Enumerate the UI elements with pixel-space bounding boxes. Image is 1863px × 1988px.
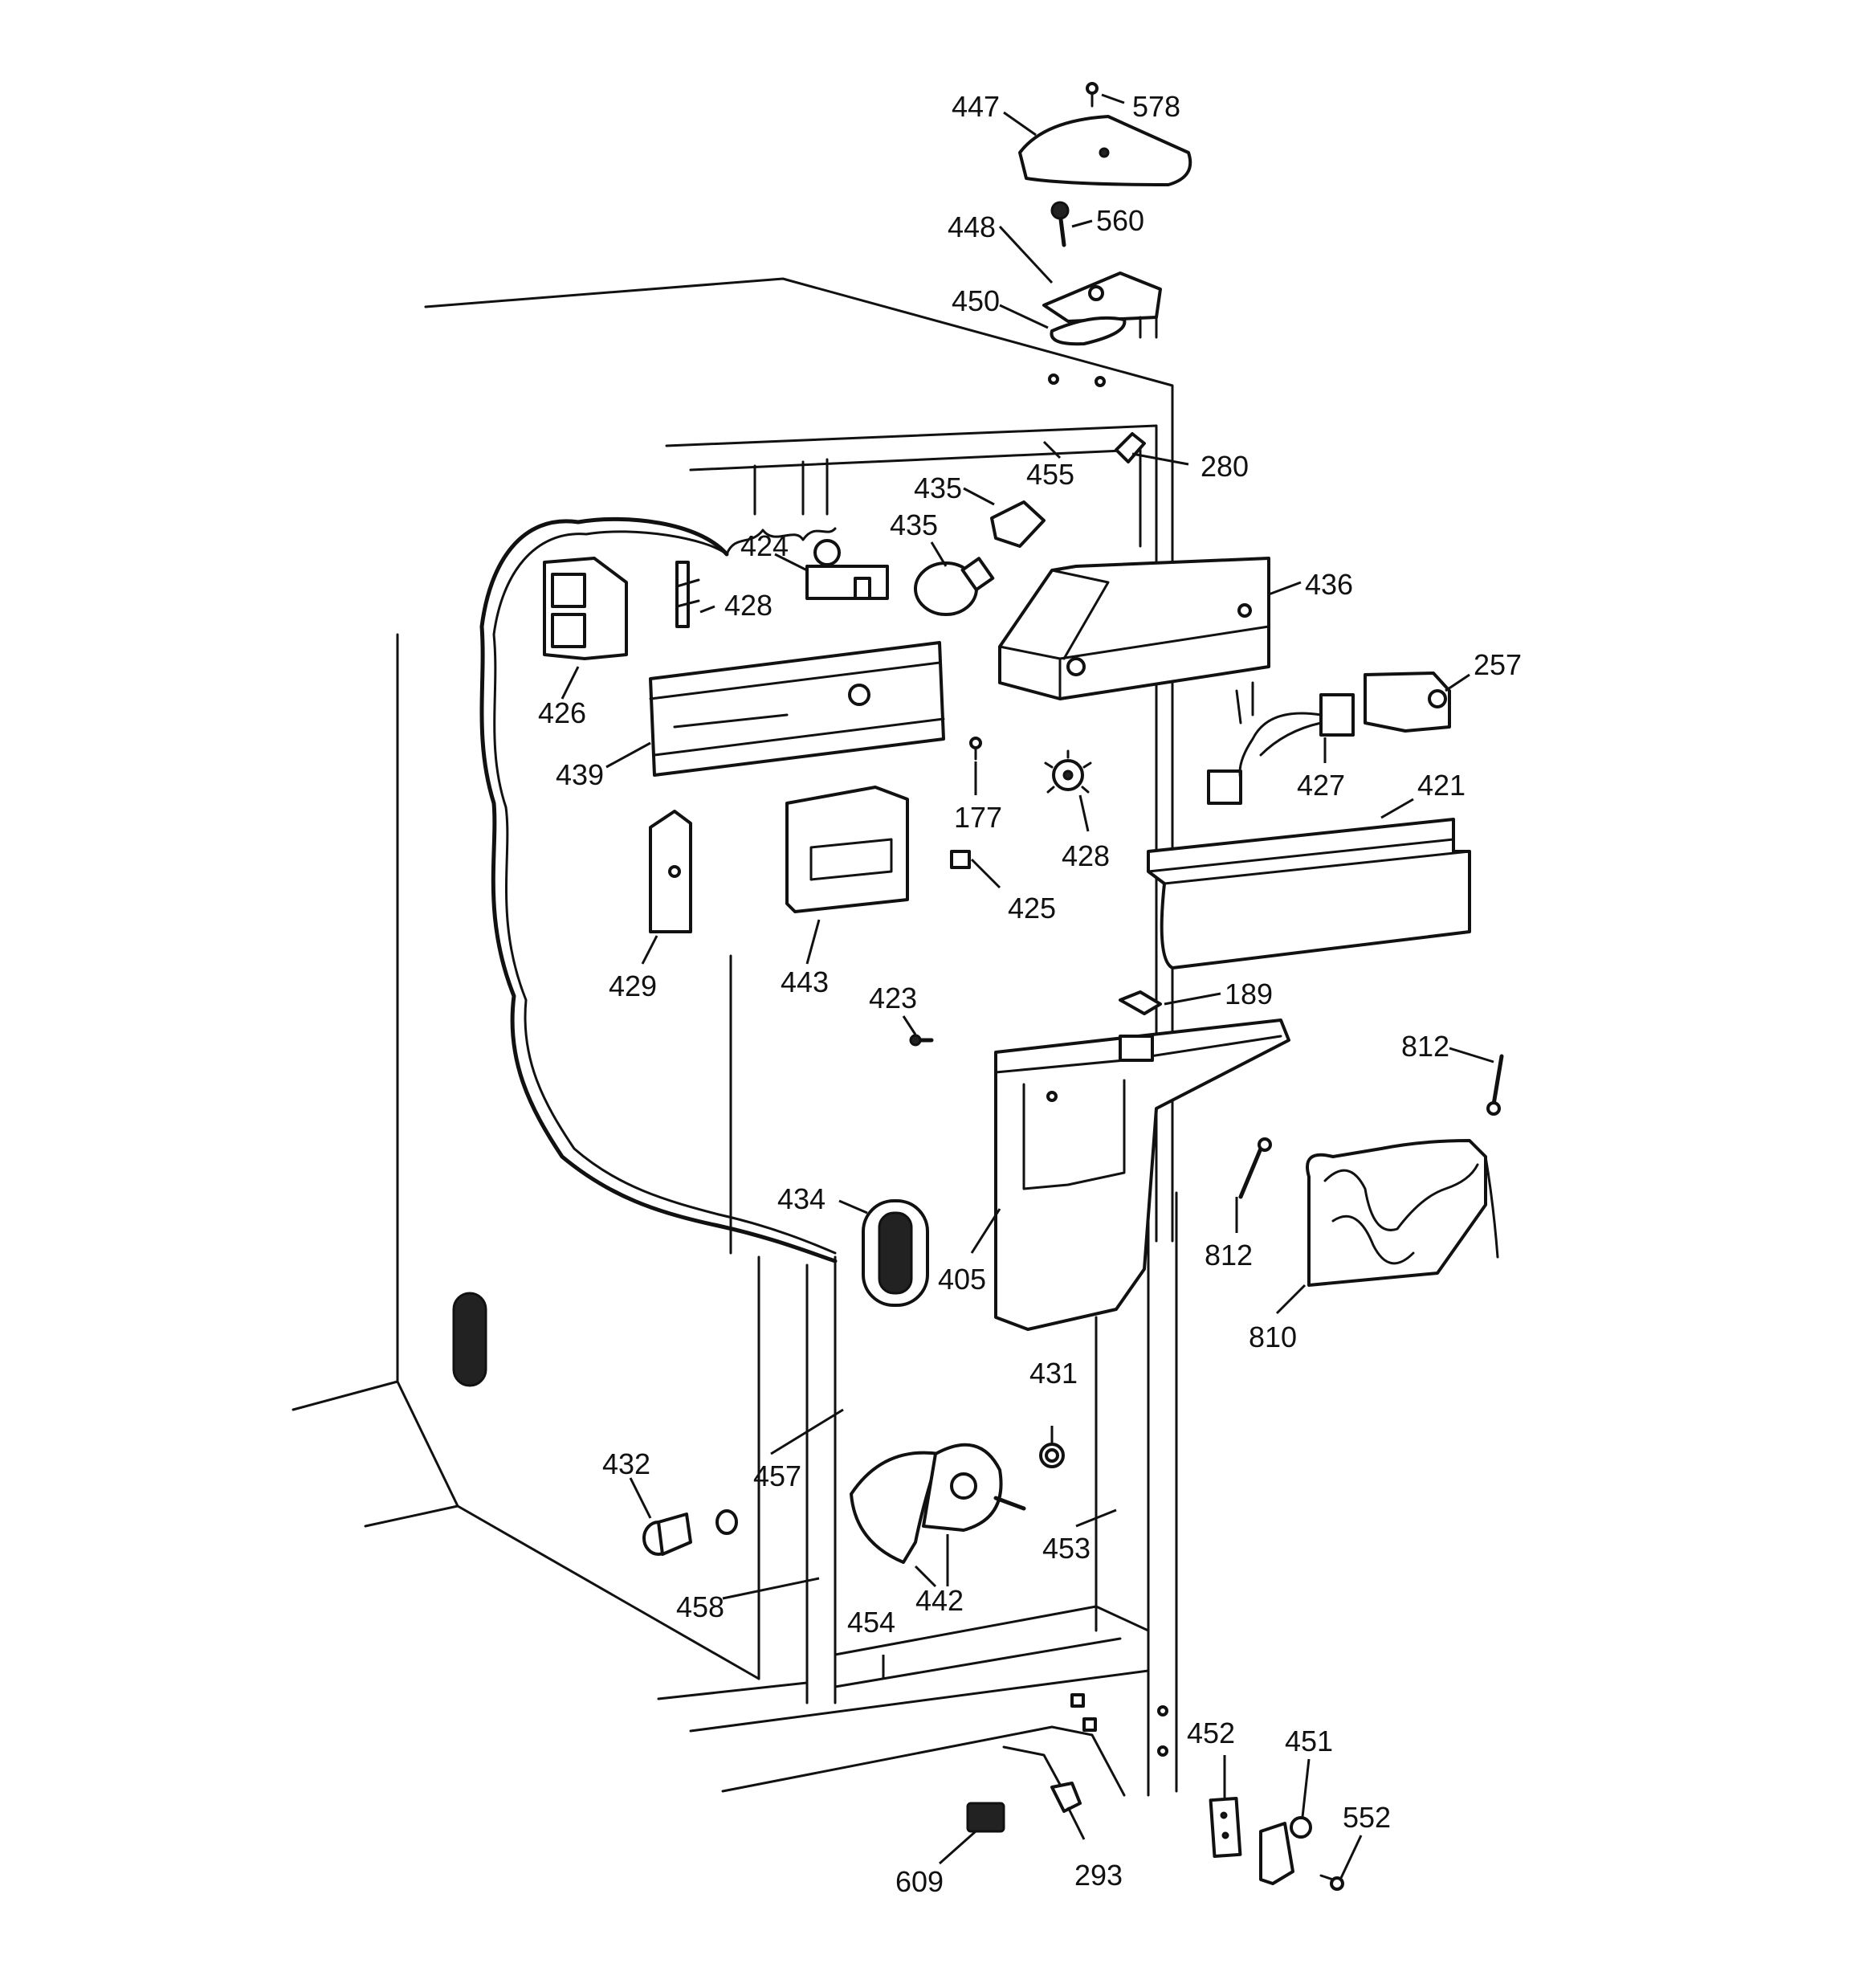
label-426: 426 xyxy=(538,696,586,729)
label-293: 293 xyxy=(1074,1859,1123,1892)
label-578: 578 xyxy=(1132,90,1180,123)
air-duct-405 xyxy=(994,1018,1290,1331)
label-450: 450 xyxy=(952,284,1000,317)
label-609: 609 xyxy=(895,1865,944,1898)
shim-450 xyxy=(1050,316,1127,346)
label-812-lower: 812 xyxy=(1205,1239,1253,1272)
light-bulb-435-icon xyxy=(914,557,995,616)
label-280: 280 xyxy=(1201,450,1249,483)
label-428-gear: 428 xyxy=(1062,839,1110,872)
screw-552-icon xyxy=(1319,1874,1344,1891)
label-436: 436 xyxy=(1305,568,1353,601)
bottom-hinge-451 xyxy=(1259,1816,1312,1885)
part-425 xyxy=(950,850,971,869)
label-552: 552 xyxy=(1343,1801,1391,1834)
label-428-bracket: 428 xyxy=(724,589,773,622)
label-425: 425 xyxy=(1008,892,1056,925)
label-454: 454 xyxy=(847,1606,895,1639)
label-257: 257 xyxy=(1474,648,1522,681)
label-451: 451 xyxy=(1285,1725,1333,1757)
label-448: 448 xyxy=(948,210,996,243)
part-432 xyxy=(642,1509,738,1556)
label-189: 189 xyxy=(1225,978,1273,1010)
lamp-socket-435 xyxy=(990,500,1046,548)
gear-428-icon xyxy=(1044,749,1092,794)
part-drawings xyxy=(543,82,1504,1891)
bracket-439 xyxy=(649,641,945,777)
label-427: 427 xyxy=(1297,769,1345,802)
label-810: 810 xyxy=(1249,1321,1297,1353)
part-452 xyxy=(1209,1796,1242,1859)
label-434: 434 xyxy=(777,1182,826,1215)
control-442 xyxy=(850,1443,1026,1564)
part-431 xyxy=(1039,1443,1065,1468)
label-424: 424 xyxy=(740,529,789,562)
label-432: 432 xyxy=(602,1447,650,1480)
cabinet-frame xyxy=(291,277,1178,1801)
part-423 xyxy=(909,1034,934,1047)
drain-tube-812b xyxy=(1238,1146,1263,1199)
label-458: 458 xyxy=(676,1590,724,1623)
label-457: 457 xyxy=(753,1459,801,1492)
label-447: 447 xyxy=(952,90,1000,123)
label-421: 421 xyxy=(1417,769,1466,802)
label-405: 405 xyxy=(938,1263,986,1296)
part-426 xyxy=(543,557,628,660)
light-housing-436 xyxy=(998,557,1270,700)
label-423: 423 xyxy=(869,982,917,1014)
label-560: 560 xyxy=(1096,204,1144,237)
label-435-socket: 435 xyxy=(914,471,962,504)
label-429: 429 xyxy=(609,970,657,1002)
part-189 xyxy=(1119,990,1162,1015)
defrost-timer-257 xyxy=(1364,672,1451,733)
label-431: 431 xyxy=(1029,1357,1078,1390)
grille-434 xyxy=(862,1199,929,1307)
part-609 xyxy=(966,1802,1005,1833)
label-177: 177 xyxy=(954,801,1002,834)
label-453: 453 xyxy=(1042,1532,1090,1565)
screw-177-icon xyxy=(969,737,982,761)
bracket-443 xyxy=(785,786,909,913)
part-280 xyxy=(1115,432,1146,463)
label-812-upper: 812 xyxy=(1401,1030,1449,1063)
bracket-429 xyxy=(649,810,692,933)
wire-harness-427 xyxy=(1207,681,1355,805)
label-442: 442 xyxy=(915,1584,964,1617)
callout-labels: 447 578 448 560 450 455 280 435 435 424 … xyxy=(538,90,1522,1898)
label-452: 452 xyxy=(1187,1717,1235,1749)
part-421 xyxy=(1147,818,1471,970)
leader-lines xyxy=(561,93,1494,1879)
label-435-bulb: 435 xyxy=(890,508,938,541)
part-293 xyxy=(1050,1782,1082,1813)
bracket-428 xyxy=(675,561,700,628)
label-443: 443 xyxy=(781,965,829,998)
screw-560-icon xyxy=(1050,201,1070,247)
drain-tube-812a xyxy=(1491,1054,1504,1107)
label-439: 439 xyxy=(556,758,604,791)
switch-424 xyxy=(805,539,889,600)
defrost-heater-810 xyxy=(1306,1139,1499,1287)
screw-578-icon xyxy=(1086,82,1099,108)
label-455: 455 xyxy=(1026,458,1074,491)
